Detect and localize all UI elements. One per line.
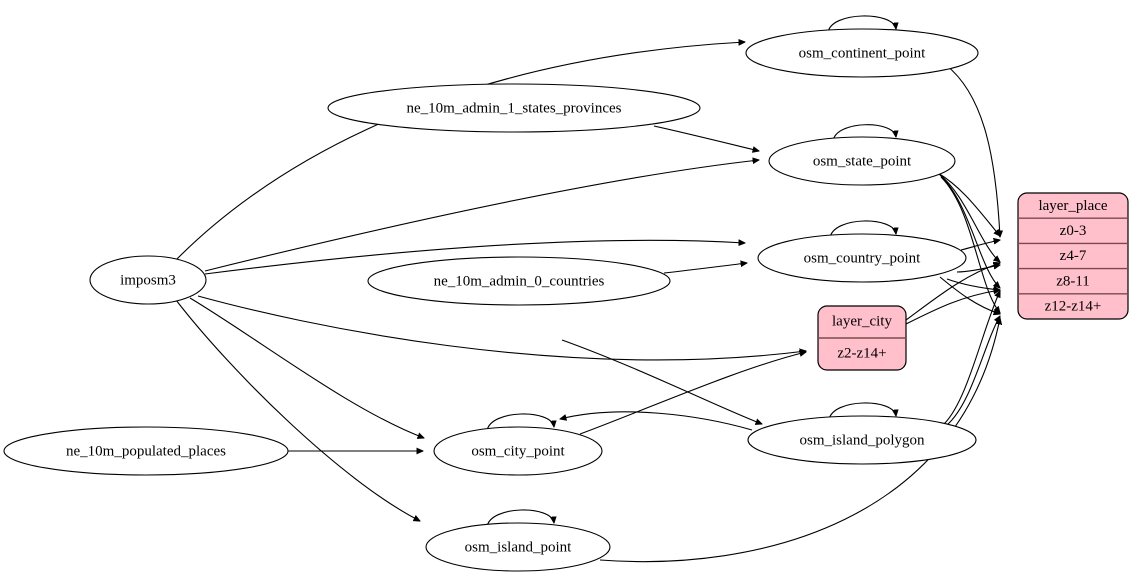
edge-osm_island_polygon-to-layer_place-z8-11	[943, 291, 1000, 425]
edge-osm_island_point-to-layer_place-z12-z14	[599, 318, 1000, 563]
edge-ne_states-to-osm_state_point	[653, 125, 759, 151]
record-row-layer-place-z12-z14[interactable]: z12-z14+	[1045, 298, 1102, 314]
edge-layer_city-to-layer_place-z8-11	[905, 290, 1000, 325]
edge-osm_country_point-to-layer_place-z4-7	[956, 265, 1000, 273]
node-label-osm-island-point: osm_island_point	[465, 539, 573, 555]
record-row-layer-place-z8-11[interactable]: z8-11	[1056, 273, 1090, 289]
edge-osm_state_point-to-layer_place-z0-3	[937, 172, 1000, 236]
record-row-layer-place-z4-7[interactable]: z4-7	[1060, 248, 1087, 264]
record-node-layer-city[interactable]: layer_city z2-z14+	[817, 305, 907, 371]
node-label-osm-continent-point: osm_continent_point	[799, 45, 926, 61]
edge-layer_city-to-layer_place-z4-7	[905, 263, 1000, 321]
record-row-layer-place-title: layer_place	[1038, 198, 1107, 214]
record-node-layer-place[interactable]: layer_place z0-3 z4-7 z8-11 z12-z14+	[1017, 192, 1129, 320]
edge-self-osm_island_polygon	[828, 402, 896, 421]
edge-osm_state_point-to-layer_place-z12-z14	[940, 176, 1000, 313]
edges-group	[175, 15, 1000, 563]
edge-osm_state_point-to-layer_place-z8-11	[939, 174, 1000, 288]
edge-cross-to-osm_island_polygon	[561, 339, 762, 424]
edge-imposm3-to-osm_state_point	[204, 160, 759, 272]
record-row-layer-city-z2-z14[interactable]: z2-z14+	[837, 345, 886, 361]
node-label-osm-state-point: osm_state_point	[813, 153, 912, 169]
edge-osm_country_point-to-layer_place-z12-z14	[939, 276, 1000, 314]
edge-osm_city_point-to-layer_city	[579, 352, 806, 435]
edge-self-osm_country_point	[829, 220, 896, 239]
node-imposm3[interactable]: imposm3	[89, 255, 207, 305]
edge-osm_state_point-to-layer_place-z4-7	[938, 173, 1000, 262]
edge-self-osm_island_point	[486, 509, 554, 528]
record-row-layer-place-z0-3[interactable]: z0-3	[1060, 223, 1087, 239]
record-nodes-group: layer_place z0-3 z4-7 z8-11 z12-z14+ lay…	[817, 192, 1129, 371]
nodes-group: imposm3 ne_10m_admin_1_states_provinces …	[3, 28, 979, 572]
edge-imposm3-to-layer_city	[197, 295, 806, 361]
node-label-imposm3: imposm3	[120, 272, 176, 288]
node-osm-continent-point[interactable]: osm_continent_point	[745, 28, 979, 78]
edge-osm_continent_point-to-layer_place-z0-3	[945, 64, 1000, 237]
node-osm-city-point[interactable]: osm_city_point	[433, 426, 603, 476]
edge-osm_country_point-to-layer_place-z0-3	[960, 240, 1000, 251]
edge-self-osm_state_point	[832, 124, 896, 142]
edge-ne_countries-to-osm_country_point	[663, 263, 747, 274]
edge-imposm3-to-osm_city_point	[189, 297, 424, 438]
edge-osm_island_polygon-to-layer_place-z12-z14	[946, 316, 1000, 426]
edge-imposm3-to-osm_continent_point	[175, 42, 745, 261]
node-osm-state-point[interactable]: osm_state_point	[768, 136, 956, 186]
edge-self-osm_continent_point	[827, 15, 896, 34]
node-label-ne-populated: ne_10m_populated_places	[66, 443, 226, 459]
node-osm-island-polygon[interactable]: osm_island_polygon	[747, 415, 977, 465]
node-label-ne-states: ne_10m_admin_1_states_provinces	[407, 100, 622, 116]
node-ne-10m-admin-1-states-provinces[interactable]: ne_10m_admin_1_states_provinces	[327, 83, 701, 133]
node-label-osm-city-point: osm_city_point	[471, 443, 565, 459]
node-osm-island-point[interactable]: osm_island_point	[425, 522, 611, 572]
edge-imposm3-to-osm_island_point	[175, 299, 420, 521]
edge-osm_island_polygon-to-osm_city_point	[560, 411, 753, 431]
edge-imposm3-to-osm_country_point	[204, 240, 745, 275]
record-row-layer-city-title: layer_city	[832, 313, 892, 329]
node-ne-10m-admin-0-countries[interactable]: ne_10m_admin_0_countries	[367, 256, 671, 306]
node-label-osm-island-polygon: osm_island_polygon	[799, 432, 925, 448]
node-osm-country-point[interactable]: osm_country_point	[757, 233, 967, 283]
node-label-osm-country-point: osm_country_point	[804, 250, 921, 266]
edge-self-osm_city_point	[486, 413, 554, 432]
node-label-ne-countries: ne_10m_admin_0_countries	[434, 273, 605, 289]
node-ne-10m-populated-places[interactable]: ne_10m_populated_places	[3, 426, 289, 476]
